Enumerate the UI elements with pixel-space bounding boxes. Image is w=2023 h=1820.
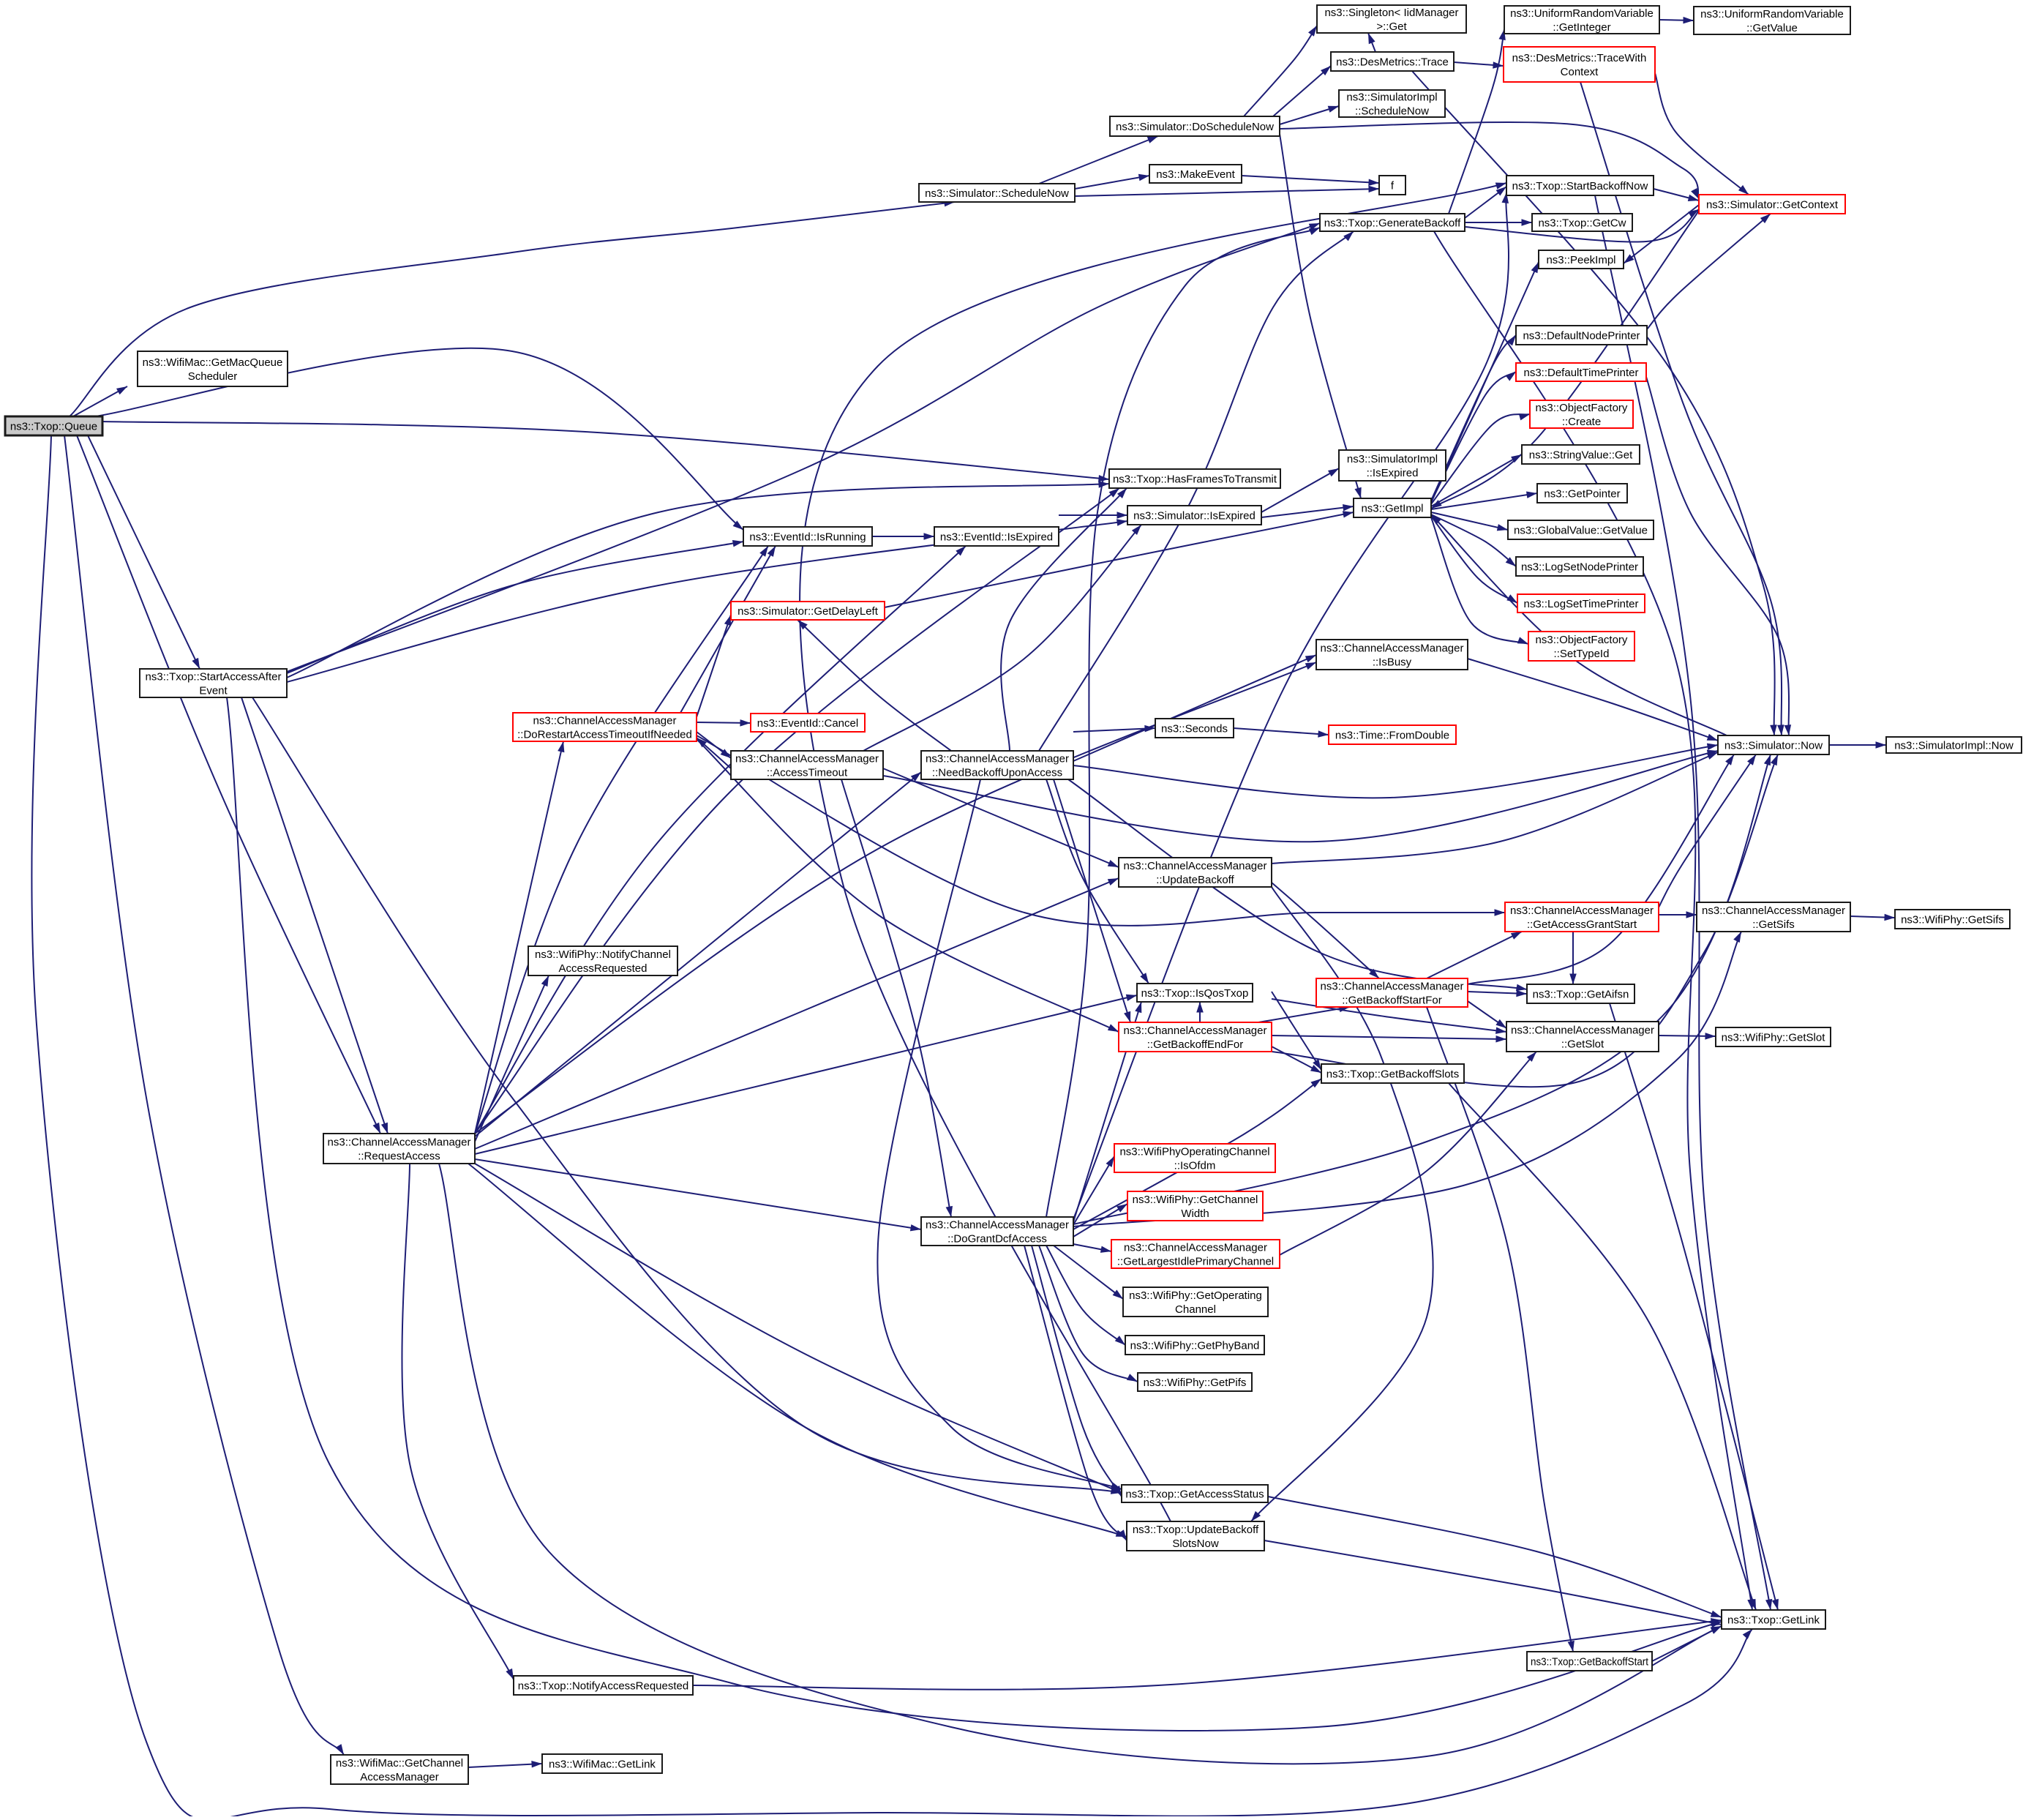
svg-text:ns3::WifiPhy::GetSlot: ns3::WifiPhy::GetSlot	[1722, 1031, 1826, 1044]
svg-text:::GetValue: ::GetValue	[1746, 22, 1798, 34]
svg-text:ns3::LogSetNodePrinter: ns3::LogSetNodePrinter	[1521, 561, 1638, 573]
svg-text:ns3::GlobalValue::GetValue: ns3::GlobalValue::GetValue	[1514, 524, 1648, 536]
svg-text:::GetInteger: ::GetInteger	[1553, 21, 1610, 34]
svg-text:ns3::UniformRandomVariable: ns3::UniformRandomVariable	[1700, 8, 1844, 20]
svg-text:::AccessTimeout: ::AccessTimeout	[767, 766, 848, 779]
svg-text:ns3::ChannelAccessManager: ns3::ChannelAccessManager	[1321, 642, 1464, 654]
svg-text:Scheduler: Scheduler	[188, 370, 238, 383]
svg-text:ns3::WifiPhyOperatingChannel: ns3::WifiPhyOperatingChannel	[1119, 1145, 1269, 1158]
svg-text:ns3::Seconds: ns3::Seconds	[1161, 722, 1228, 735]
svg-text:ns3::Simulator::Now: ns3::Simulator::Now	[1724, 739, 1823, 752]
svg-text:f: f	[1391, 179, 1395, 192]
svg-text:::NeedBackoffUponAccess: ::NeedBackoffUponAccess	[932, 766, 1062, 779]
svg-text:ns3::ChannelAccessManager: ns3::ChannelAccessManager	[1510, 905, 1654, 917]
svg-text:>::Get: >::Get	[1376, 20, 1407, 33]
svg-text:ns3::DesMetrics::Trace: ns3::DesMetrics::Trace	[1336, 56, 1449, 68]
svg-text:ns3::Simulator::ScheduleNow: ns3::Simulator::ScheduleNow	[925, 187, 1069, 200]
svg-text:ns3::Simulator::DoScheduleNow: ns3::Simulator::DoScheduleNow	[1116, 121, 1274, 133]
svg-text:ns3::EventId::Cancel: ns3::EventId::Cancel	[757, 717, 858, 730]
svg-text:Context: Context	[1561, 66, 1599, 78]
svg-text:::IsExpired: ::IsExpired	[1367, 467, 1419, 479]
svg-text:ns3::DefaultNodePrinter: ns3::DefaultNodePrinter	[1523, 329, 1640, 342]
svg-text:ns3::Simulator::IsExpired: ns3::Simulator::IsExpired	[1133, 509, 1256, 522]
svg-text:ns3::ChannelAccessManager: ns3::ChannelAccessManager	[328, 1136, 471, 1148]
svg-text:ns3::WifiPhy::GetPhyBand: ns3::WifiPhy::GetPhyBand	[1130, 1339, 1260, 1352]
svg-text:ns3::DefaultTimePrinter: ns3::DefaultTimePrinter	[1523, 367, 1638, 379]
svg-text:AccessManager: AccessManager	[360, 1771, 439, 1783]
svg-text:ns3::PeekImpl: ns3::PeekImpl	[1546, 254, 1615, 266]
svg-text:::GetSifs: ::GetSifs	[1752, 918, 1795, 931]
svg-text:ns3::WifiPhy::NotifyChannel: ns3::WifiPhy::NotifyChannel	[535, 948, 671, 961]
svg-text:ns3::WifiPhy::GetOperating: ns3::WifiPhy::GetOperating	[1129, 1289, 1262, 1302]
svg-text:ns3::StringValue::Get: ns3::StringValue::Get	[1529, 449, 1633, 461]
svg-text:::UpdateBackoff: ::UpdateBackoff	[1156, 874, 1234, 886]
svg-text:ns3::Txop::Queue: ns3::Txop::Queue	[10, 420, 97, 432]
svg-text:::SetTypeId: ::SetTypeId	[1554, 648, 1610, 660]
svg-text:ns3::GetImpl: ns3::GetImpl	[1361, 502, 1423, 514]
svg-text:ns3::Txop::GetBackoffStart: ns3::Txop::GetBackoffStart	[1531, 1655, 1649, 1668]
svg-text:ns3::ChannelAccessManager: ns3::ChannelAccessManager	[1124, 1241, 1267, 1254]
svg-text:::DoGrantDcfAccess: ::DoGrantDcfAccess	[947, 1232, 1047, 1245]
svg-text:ns3::ObjectFactory: ns3::ObjectFactory	[1536, 402, 1628, 414]
svg-text:ns3::ChannelAccessManager: ns3::ChannelAccessManager	[533, 714, 677, 727]
svg-text:ns3::DesMetrics::TraceWith: ns3::DesMetrics::TraceWith	[1512, 52, 1647, 64]
svg-text:ns3::UniformRandomVariable: ns3::UniformRandomVariable	[1510, 7, 1654, 20]
svg-text:ns3::Singleton< IidManager: ns3::Singleton< IidManager	[1324, 7, 1458, 19]
svg-text:::Create: ::Create	[1562, 416, 1601, 428]
svg-text:SlotsNow: SlotsNow	[1172, 1538, 1219, 1550]
svg-text:ns3::Txop::IsQosTxop: ns3::Txop::IsQosTxop	[1141, 987, 1249, 1000]
svg-text:ns3::Txop::GetBackoffSlots: ns3::Txop::GetBackoffSlots	[1326, 1068, 1459, 1080]
svg-text:::GetLargestIdlePrimaryChannel: ::GetLargestIdlePrimaryChannel	[1117, 1255, 1274, 1267]
svg-text:ns3::ObjectFactory: ns3::ObjectFactory	[1536, 634, 1628, 646]
svg-text:::GetAccessGrantStart: ::GetAccessGrantStart	[1527, 918, 1637, 931]
svg-text:Channel: Channel	[1175, 1303, 1216, 1316]
svg-text:ns3::ChannelAccessManager: ns3::ChannelAccessManager	[1511, 1024, 1654, 1036]
svg-text:ns3::Simulator::GetContext: ns3::Simulator::GetContext	[1706, 198, 1839, 211]
svg-text:::GetBackoffStartFor: ::GetBackoffStartFor	[1342, 994, 1441, 1006]
svg-text:ns3::ChannelAccessManager: ns3::ChannelAccessManager	[1702, 905, 1845, 917]
svg-text:ns3::ChannelAccessManager: ns3::ChannelAccessManager	[735, 752, 879, 765]
svg-text:ns3::WifiMac::GetChannel: ns3::WifiMac::GetChannel	[336, 1757, 463, 1770]
svg-text:ns3::Txop::StartBackoffNow: ns3::Txop::StartBackoffNow	[1512, 180, 1648, 192]
svg-text:ns3::Txop::GetCw: ns3::Txop::GetCw	[1538, 217, 1626, 229]
svg-text:ns3::WifiPhy::GetChannel: ns3::WifiPhy::GetChannel	[1133, 1194, 1258, 1206]
svg-text:ns3::Txop::GetAccessStatus: ns3::Txop::GetAccessStatus	[1125, 1488, 1264, 1500]
svg-text:ns3::LogSetTimePrinter: ns3::LogSetTimePrinter	[1523, 598, 1638, 610]
svg-text:ns3::Txop::StartAccessAfter: ns3::Txop::StartAccessAfter	[146, 670, 282, 683]
svg-text:::IsBusy: ::IsBusy	[1373, 656, 1412, 668]
svg-text:ns3::EventId::IsRunning: ns3::EventId::IsRunning	[749, 531, 866, 543]
svg-text:ns3::SimulatorImpl::Now: ns3::SimulatorImpl::Now	[1894, 739, 2013, 752]
svg-text:ns3::WifiPhy::GetPifs: ns3::WifiPhy::GetPifs	[1144, 1377, 1247, 1389]
svg-text:ns3::Time::FromDouble: ns3::Time::FromDouble	[1335, 729, 1449, 741]
svg-text:ns3::ChannelAccessManager: ns3::ChannelAccessManager	[926, 1218, 1069, 1231]
svg-text:ns3::ChannelAccessManager: ns3::ChannelAccessManager	[1321, 980, 1464, 992]
svg-text:ns3::Txop::GenerateBackoff: ns3::Txop::GenerateBackoff	[1324, 217, 1461, 229]
svg-text:Width: Width	[1181, 1207, 1209, 1220]
svg-text:ns3::Txop::GetAifsn: ns3::Txop::GetAifsn	[1533, 988, 1629, 1000]
svg-text:::GetSlot: ::GetSlot	[1561, 1038, 1604, 1050]
svg-text:ns3::Txop::HasFramesToTransmit: ns3::Txop::HasFramesToTransmit	[1113, 473, 1277, 485]
svg-text:::RequestAccess: ::RequestAccess	[358, 1150, 440, 1162]
svg-text:::ScheduleNow: ::ScheduleNow	[1355, 105, 1429, 117]
svg-text:::DoRestartAccessTimeoutIfNeed: ::DoRestartAccessTimeoutIfNeeded	[517, 728, 692, 741]
svg-text:ns3::Txop::GetLink: ns3::Txop::GetLink	[1727, 1614, 1820, 1626]
svg-text:ns3::WifiMac::GetLink: ns3::WifiMac::GetLink	[549, 1758, 656, 1770]
svg-text:ns3::ChannelAccessManager: ns3::ChannelAccessManager	[1124, 860, 1267, 872]
svg-text:::GetBackoffEndFor: ::GetBackoffEndFor	[1147, 1038, 1243, 1051]
svg-text:AccessRequested: AccessRequested	[559, 962, 648, 975]
svg-text:ns3::Txop::NotifyAccessRequest: ns3::Txop::NotifyAccessRequested	[518, 1679, 688, 1692]
svg-text:ns3::SimulatorImpl: ns3::SimulatorImpl	[1347, 453, 1438, 465]
svg-text:ns3::WifiMac::GetMacQueue: ns3::WifiMac::GetMacQueue	[143, 356, 283, 369]
svg-text:ns3::EventId::IsExpired: ns3::EventId::IsExpired	[940, 531, 1053, 543]
svg-text:ns3::Simulator::GetDelayLeft: ns3::Simulator::GetDelayLeft	[737, 605, 879, 618]
svg-text:ns3::ChannelAccessManager: ns3::ChannelAccessManager	[926, 752, 1069, 765]
svg-text:::IsOfdm: ::IsOfdm	[1174, 1159, 1216, 1172]
svg-text:Event: Event	[199, 684, 228, 697]
svg-text:ns3::WifiPhy::GetSifs: ns3::WifiPhy::GetSifs	[1901, 913, 2004, 926]
svg-text:ns3::SimulatorImpl: ns3::SimulatorImpl	[1346, 91, 1437, 103]
svg-text:ns3::ChannelAccessManager: ns3::ChannelAccessManager	[1124, 1025, 1267, 1037]
svg-text:ns3::Txop::UpdateBackoff: ns3::Txop::UpdateBackoff	[1133, 1524, 1259, 1536]
svg-text:ns3::GetPointer: ns3::GetPointer	[1544, 487, 1620, 500]
svg-text:ns3::MakeEvent: ns3::MakeEvent	[1156, 168, 1235, 181]
